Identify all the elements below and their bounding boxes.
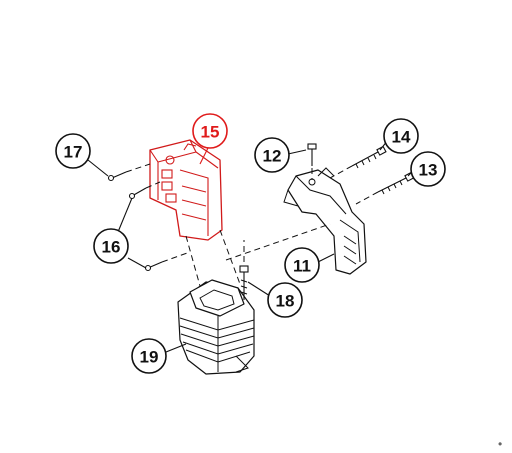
corner-mark: • <box>498 437 502 451</box>
screw-16-upper[interactable] <box>128 187 147 200</box>
leader-lines <box>87 139 415 353</box>
callout-11[interactable]: 11 <box>284 247 320 283</box>
screw-12[interactable] <box>307 143 317 166</box>
callout-15[interactable]: 15 <box>192 113 228 149</box>
callout-label-17: 17 <box>64 143 83 162</box>
callout-label-15: 15 <box>201 123 220 142</box>
callout-13[interactable]: 13 <box>410 151 446 187</box>
part-11-shroud[interactable] <box>283 167 367 275</box>
callout-label-16: 16 <box>102 238 121 257</box>
assembly-lines <box>125 163 379 287</box>
callout-14[interactable]: 14 <box>383 118 419 154</box>
callout-label-18: 18 <box>276 292 295 311</box>
screw-14[interactable] <box>351 145 387 169</box>
screw-18[interactable] <box>239 265 249 300</box>
callout-label-11: 11 <box>293 257 311 276</box>
callout-12[interactable]: 12 <box>254 137 290 173</box>
screw-16-lower[interactable] <box>144 261 163 272</box>
callout-17[interactable]: 17 <box>55 133 91 169</box>
callout-16[interactable]: 16 <box>93 228 129 264</box>
part-19-cylinder[interactable] <box>177 279 255 375</box>
callout-label-13: 13 <box>419 161 438 180</box>
part-15-cover[interactable] <box>149 139 223 241</box>
callout-label-14: 14 <box>392 128 411 147</box>
callout-19[interactable]: 19 <box>131 338 167 374</box>
screw-17[interactable] <box>107 171 127 182</box>
callout-18[interactable]: 18 <box>267 282 303 318</box>
callout-label-12: 12 <box>263 147 282 166</box>
callout-label-19: 19 <box>140 348 159 367</box>
